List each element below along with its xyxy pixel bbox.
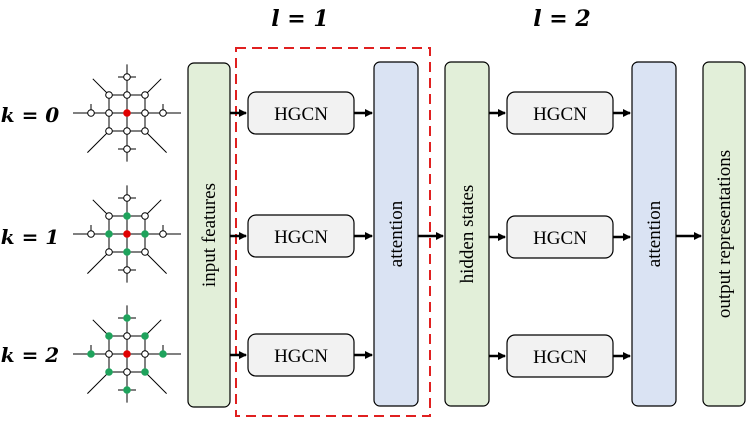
attention-block-l1: attention <box>373 61 419 407</box>
lattice-edge <box>144 371 167 394</box>
lattice-node <box>141 91 149 99</box>
lattice-node <box>87 350 95 358</box>
lattice-node <box>123 127 131 135</box>
k-label-0: k = 0 <box>1 103 60 127</box>
lattice-graph-k2-icon <box>73 305 181 403</box>
lattice-edge <box>92 78 110 96</box>
lattice-node <box>123 194 131 202</box>
hgcn-l1-k2: HGCN <box>247 333 355 377</box>
lattice-edge <box>144 319 162 337</box>
lattice-node <box>105 368 113 376</box>
lattice-node <box>105 332 113 340</box>
lattice-graph-k0-icon <box>73 64 181 162</box>
lattice-graph-k1-icon <box>73 185 181 283</box>
lattice-node <box>123 386 131 394</box>
hgcn-l1-k1-label: HGCN <box>274 227 328 248</box>
lattice-node <box>123 230 131 238</box>
hidden-states-block: hidden states <box>444 61 490 407</box>
lattice-node <box>105 109 113 117</box>
lattice-node <box>159 350 167 358</box>
lattice-node <box>123 332 131 340</box>
lattice-node <box>105 127 113 135</box>
input-features-block: input features <box>187 62 231 408</box>
lattice-node <box>159 109 167 117</box>
hgcn-l2-k1-label: HGCN <box>533 228 587 249</box>
layer-label-l2: l = 2 <box>533 6 590 32</box>
lattice-node <box>159 230 167 238</box>
input-features-label: input features <box>199 183 220 287</box>
output-representations-block: output representations <box>702 61 746 407</box>
lattice-node <box>141 368 149 376</box>
lattice-node <box>123 145 131 153</box>
lattice-node <box>141 332 149 340</box>
lattice-node <box>123 314 131 322</box>
hgcn-l2-k2-label: HGCN <box>533 347 587 368</box>
k-label-1: k = 1 <box>1 225 59 249</box>
lattice-edge <box>144 251 167 274</box>
lattice-node <box>105 212 113 220</box>
hgcn-l2-k0-label: HGCN <box>533 104 587 125</box>
lattice-edge <box>144 199 162 217</box>
flow-arrows <box>230 109 702 360</box>
lattice-node <box>141 109 149 117</box>
hgcn-l2-k1: HGCN <box>506 215 614 259</box>
lattice-node <box>123 73 131 81</box>
lattice-node <box>141 230 149 238</box>
lattice-edge <box>144 78 162 96</box>
lattice-node <box>141 212 149 220</box>
hgcn-l1-k2-label: HGCN <box>274 346 328 367</box>
lattice-node <box>105 230 113 238</box>
hgcn-l2-k0: HGCN <box>506 91 614 135</box>
lattice-node <box>141 350 149 358</box>
k-label-2: k = 2 <box>1 343 60 367</box>
lattice-edge <box>144 130 167 153</box>
attention-l1-label: attention <box>386 200 407 267</box>
lattice-node <box>123 350 131 358</box>
attention-block-l2: attention <box>631 61 677 407</box>
lattice-node <box>123 109 131 117</box>
lattice-edge <box>92 319 110 337</box>
hgcn-l1-k0-label: HGCN <box>274 104 328 125</box>
lattice-node <box>105 350 113 358</box>
hgcn-l1-k1: HGCN <box>247 214 355 258</box>
lattice-edge <box>87 130 110 153</box>
attention-l2-label: attention <box>644 200 665 267</box>
lattice-node <box>105 248 113 256</box>
layer1-highlight-box <box>235 47 431 417</box>
lattice-edge <box>87 371 110 394</box>
lattice-node <box>123 212 131 220</box>
lattice-edge <box>92 199 110 217</box>
lattice-node <box>141 248 149 256</box>
lattice-node <box>87 109 95 117</box>
lattice-edge <box>87 251 110 274</box>
layer-label-l1: l = 1 <box>271 6 328 32</box>
lattice-node <box>123 91 131 99</box>
hgcn-l1-k0: HGCN <box>247 91 355 135</box>
hgcn-l2-k2: HGCN <box>506 334 614 378</box>
hidden-states-label: hidden states <box>457 185 478 284</box>
lattice-node <box>105 91 113 99</box>
lattice-node <box>123 368 131 376</box>
output-representations-label: output representations <box>714 150 735 318</box>
lattice-node <box>87 230 95 238</box>
lattice-node <box>141 127 149 135</box>
lattice-node <box>123 266 131 274</box>
lattice-node <box>123 248 131 256</box>
